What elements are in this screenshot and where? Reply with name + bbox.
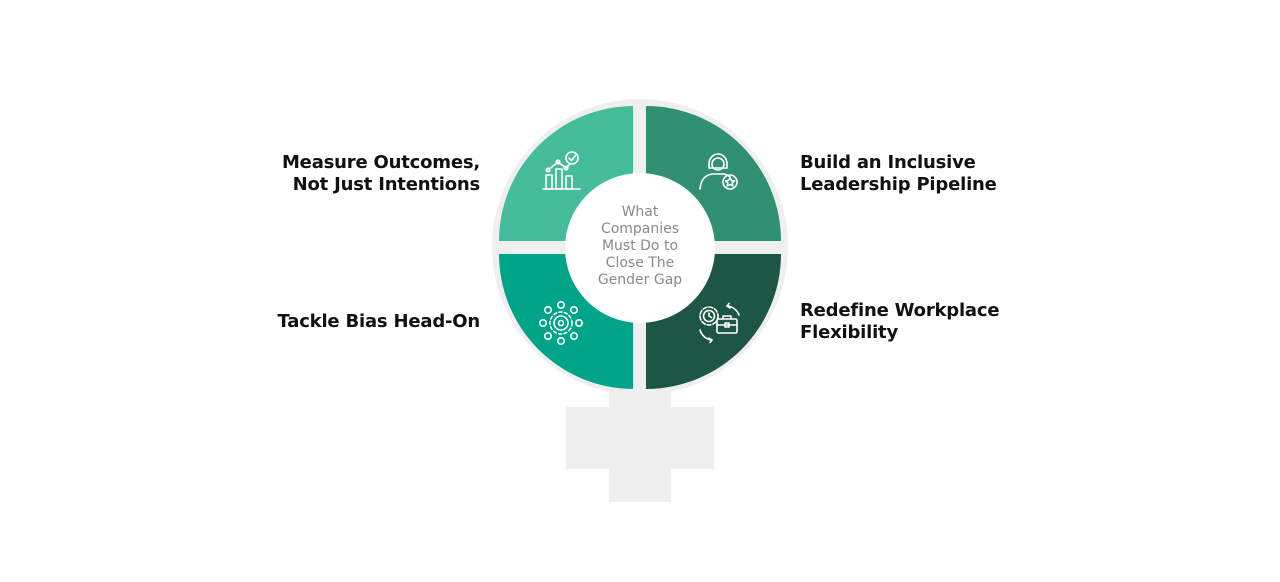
label-line: Redefine Workplace <box>800 300 1000 321</box>
label-workplace-flexibility: Redefine Workplace Flexibility <box>800 300 1000 344</box>
center-title: What Companies Must Do to Close The Gend… <box>575 204 705 289</box>
label-line: Measure Outcomes, <box>281 152 480 173</box>
label-line: Build an Inclusive <box>800 152 976 173</box>
woman-star-icon <box>699 153 738 190</box>
clock-briefcase-gear-icon <box>699 302 740 344</box>
label-line: Leadership Pipeline <box>800 174 997 195</box>
label-line: Flexibility <box>800 322 898 343</box>
bar-chart-check-icon <box>542 151 581 190</box>
gear-network-icon <box>538 300 583 345</box>
label-line: Not Just Intentions <box>292 174 481 195</box>
label-inclusive-leadership: Build an Inclusive Leadership Pipeline <box>800 152 997 196</box>
label-tackle-bias: Tackle Bias Head-On <box>278 311 481 333</box>
label-line: Tackle Bias Head-On <box>277 311 481 332</box>
center-title-line: Close The <box>605 255 675 271</box>
label-measure-outcomes: Measure Outcomes, Not Just Intentions <box>282 152 480 196</box>
center-title-line: Gender Gap <box>597 272 683 288</box>
center-title-line: Companies <box>600 221 680 237</box>
center-title-line: Must Do to <box>601 238 679 254</box>
center-disc <box>565 173 715 323</box>
venus-crossbar <box>566 407 714 469</box>
center-title-line: What <box>621 204 659 220</box>
